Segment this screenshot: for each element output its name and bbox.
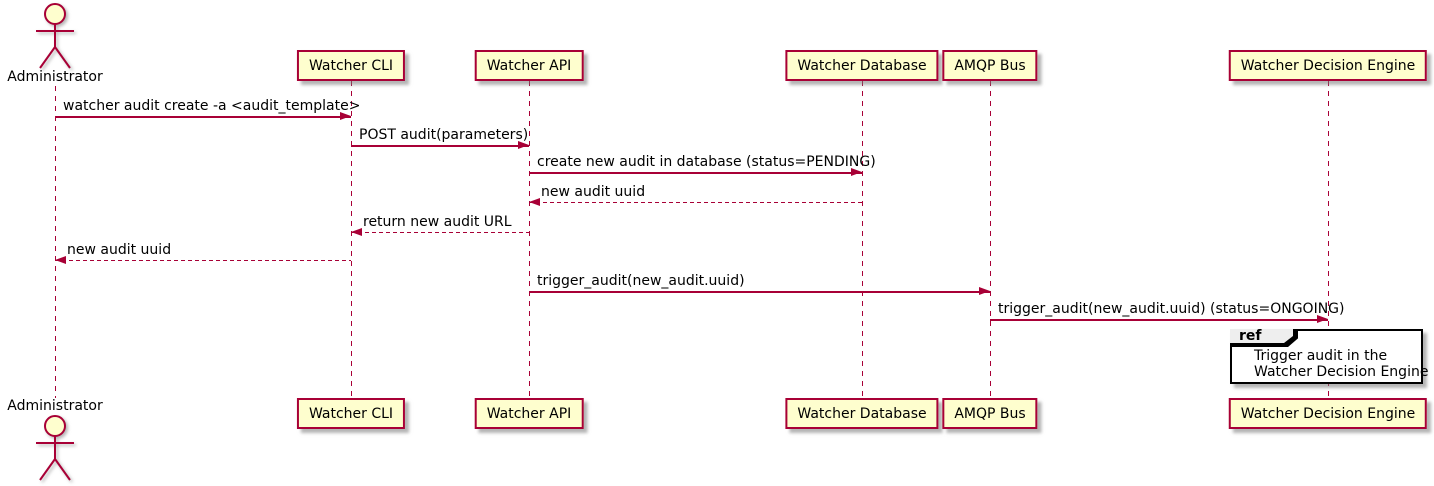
- lifeline-watcher-database: [862, 81, 863, 398]
- ref-text-line-1: Trigger audit in the: [1254, 348, 1388, 364]
- participant-top-watcher-cli: Watcher CLI: [296, 50, 406, 81]
- message-arrowhead-7: [979, 287, 990, 295]
- message-arrowhead-4: [529, 198, 540, 206]
- message-arrowhead-5: [351, 228, 362, 236]
- actor-icon: [36, 3, 74, 69]
- message-label-7: trigger_audit(new_audit.uuid): [537, 273, 745, 289]
- message-line-8: [990, 319, 1328, 321]
- message-label-4: new audit uuid: [541, 184, 646, 200]
- lifeline-administrator: [55, 86, 56, 398]
- actor-figure-top: [25, 2, 85, 70]
- message-label-6: new audit uuid: [67, 242, 172, 258]
- message-line-4: [529, 202, 862, 203]
- message-label-5: return new audit URL: [363, 214, 512, 230]
- lifeline-watcher-cli: [351, 81, 352, 398]
- message-line-2: [351, 145, 529, 147]
- lifeline-amqp-bus: [990, 81, 991, 398]
- participant-bottom-watcher-database: Watcher Database: [785, 398, 939, 429]
- message-line-7: [529, 291, 990, 293]
- lifeline-watcher-api: [529, 81, 530, 398]
- message-label-3: create new audit in database (status=PEN…: [537, 154, 876, 170]
- participant-bottom-watcher-api: Watcher API: [474, 398, 584, 429]
- message-label-1: watcher audit create -a <audit_template>: [63, 98, 361, 114]
- lifeline-watcher-decision-engine: [1328, 81, 1329, 398]
- message-line-1: [55, 116, 351, 118]
- ref-tab-shape: ref: [1230, 329, 1298, 347]
- participant-bottom-watcher-cli: Watcher CLI: [296, 398, 406, 429]
- ref-text-line-2: Watcher Decision Engine: [1254, 364, 1429, 380]
- actor-figure-bottom: [25, 414, 85, 482]
- message-line-3: [529, 172, 862, 174]
- message-arrowhead-8: [1317, 315, 1328, 323]
- message-label-2: POST audit(parameters): [359, 127, 529, 143]
- participant-top-watcher-api: Watcher API: [474, 50, 584, 81]
- message-line-6: [55, 260, 351, 261]
- message-arrowhead-1: [340, 112, 351, 120]
- message-arrowhead-3: [851, 168, 862, 176]
- participant-top-watcher-database: Watcher Database: [785, 50, 939, 81]
- message-arrowhead-6: [55, 256, 66, 264]
- participant-top-amqp-bus: AMQP Bus: [942, 50, 1038, 81]
- message-label-8: trigger_audit(new_audit.uuid) (status=ON…: [998, 301, 1345, 317]
- participant-top-watcher-decision-engine: Watcher Decision Engine: [1228, 50, 1428, 81]
- message-arrowhead-2: [518, 141, 529, 149]
- actor-label-bottom: Administrator: [7, 398, 103, 414]
- ref-keyword: ref: [1230, 329, 1293, 343]
- message-line-5: [351, 232, 529, 233]
- participant-bottom-watcher-decision-engine: Watcher Decision Engine: [1228, 398, 1428, 429]
- participant-bottom-amqp-bus: AMQP Bus: [942, 398, 1038, 429]
- actor-icon: [36, 415, 74, 481]
- actor-label-top: Administrator: [7, 69, 103, 85]
